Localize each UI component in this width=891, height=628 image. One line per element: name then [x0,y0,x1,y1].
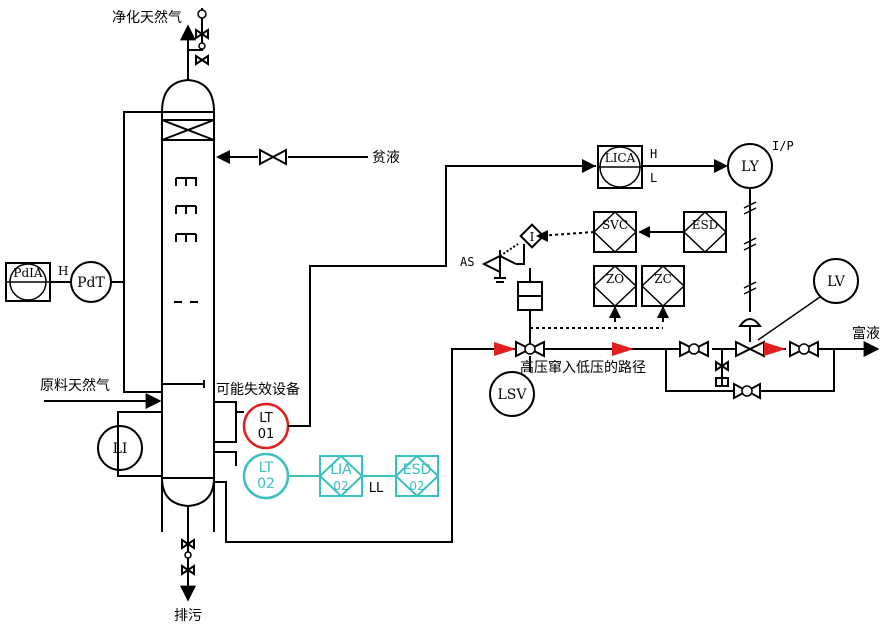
zc-label: ZC [654,272,672,286]
failure-device-note: 可能失效设备 [216,381,300,398]
pdia-alarm-label: H [58,264,68,278]
lica-controller [597,145,728,189]
absorber-column [160,78,216,532]
lica-low-label: L [650,171,657,185]
pdt-loop [5,111,162,393]
ip-label: I/P [772,139,794,153]
li-label: LI [113,441,128,457]
ly-label: LY [741,159,759,175]
as-label: AS [460,255,474,269]
lsv-label: LSV [498,387,528,403]
pdia-label: PdIA [13,266,42,280]
ll-label: LL [369,481,384,496]
lt01-label-top: LT [259,411,272,426]
esd-label: ESD [692,218,719,232]
purified-gas-label: 净化天然气 [112,9,182,26]
esd02-label-bottom: 02 [409,479,424,493]
purified-gas-line [180,8,209,80]
lica-high-label: H [650,147,657,161]
lean-liquid-line [216,148,368,166]
rich-liquid-line [494,318,878,400]
zo-zc-switches [529,264,686,344]
drain-line [180,506,196,602]
zo-label: ZO [606,272,624,286]
esd02-label-top: ESD [403,462,432,478]
lv-label: LV [827,274,846,290]
svc-label: SVC [602,218,628,232]
solenoid-label: I [530,230,535,244]
svc-esd-logic [536,210,728,254]
lica-label: LICA [605,151,636,165]
lsv-actuator [481,223,545,344]
lv-valve-bubble [757,258,859,341]
lt02-label-bottom: 02 [257,476,275,492]
lt01-label-bottom: 01 [258,427,275,442]
ly-converter [727,143,773,312]
lt01-transmitter [214,159,596,450]
raw-gas-label: 原料天然气 [40,377,110,394]
lsv-valve [489,340,545,417]
rich-liquid-label: 富液 [852,325,880,342]
lia02-label-top: LIA [330,462,352,478]
lt02-label-top: LT [259,460,274,476]
hp-lp-path-note: 高压窜入低压的路径 [520,359,646,376]
drain-label: 排污 [174,608,202,624]
li-gauge [97,411,162,477]
pdt-label: PdT [77,275,105,291]
lt02-chain [214,348,516,543]
lean-liquid-label: 贫液 [372,150,400,166]
lia02-label-bottom: 02 [333,479,348,493]
